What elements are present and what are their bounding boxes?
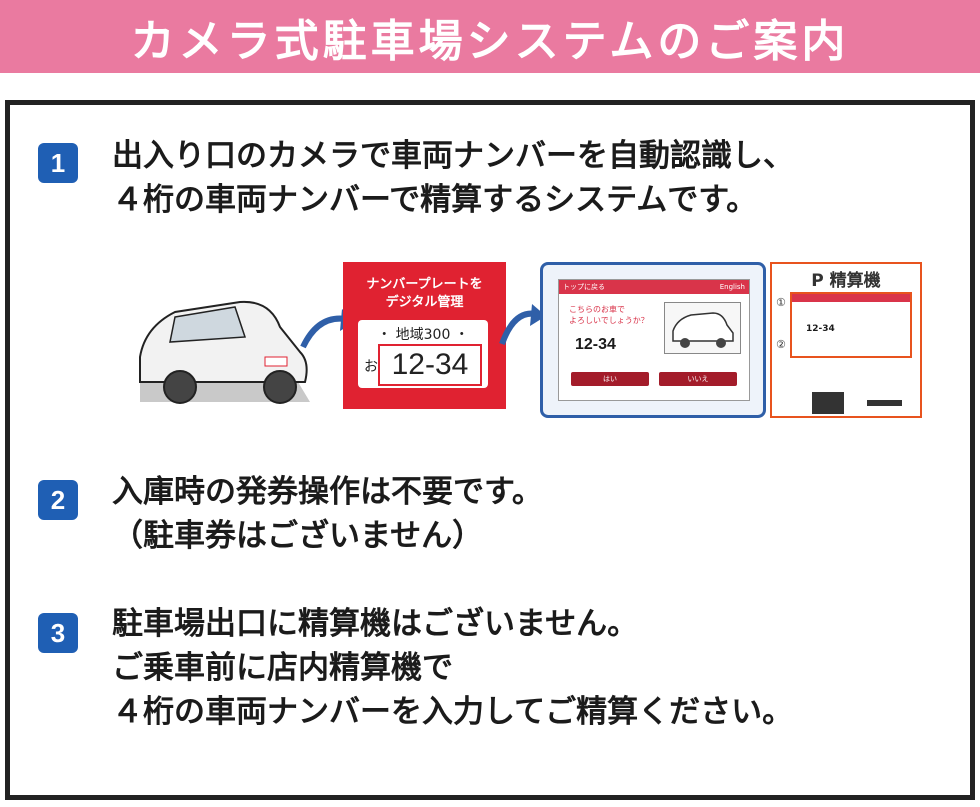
screen-yes-button: はい: [571, 372, 649, 386]
header-banner: カメラ式駐車場システムのご案内: [0, 0, 980, 73]
plate-panel: ナンバープレートを デジタル管理 ・ 地域300 ・ お 12-34: [343, 262, 506, 409]
payment-machine: P 精算機 ① ② 12-34: [770, 262, 922, 418]
machine-screen: 12-34: [790, 292, 912, 358]
screen-no-button: いいえ: [659, 372, 737, 386]
info-frame: [5, 100, 975, 800]
plate-kana: お: [364, 359, 378, 375]
machine-card-slot: [867, 400, 902, 406]
step-1-line-1: 出入り口のカメラで車両ナンバーを自動認識し、: [112, 138, 794, 174]
plate-region: ・ 地域300 ・: [377, 327, 469, 343]
machine-slot: [812, 392, 844, 414]
step-2-line-2: （駐車券はございません）: [112, 518, 484, 554]
step-3-line-2: ご乗車前に店内精算機で: [112, 650, 453, 686]
plate-number: 12-34: [378, 344, 482, 386]
step-3-line-1: 駐車場出口に精算機はございません。: [112, 606, 639, 642]
step-3-badge: 3: [38, 613, 78, 653]
step-2-line-1: 入庫時の発券操作は不要です。: [112, 474, 543, 510]
screen-display: トップに戻る English こちらのお車で よろしいでしょうか？ 12-34 …: [558, 279, 750, 401]
arrow-to-screen-icon: [499, 304, 546, 346]
small-car-icon: [672, 312, 734, 348]
screen-top-bar: トップに戻る English: [559, 280, 749, 294]
plate-caption: ナンバープレートを デジタル管理: [366, 277, 483, 310]
license-plate: ・ 地域300 ・ お 12-34: [358, 320, 488, 388]
page-title: カメラ式駐車場システムのご案内: [130, 15, 850, 67]
machine-title: P 精算機: [811, 271, 881, 291]
screen-question: こちらのお車で よろしいでしょうか？: [569, 305, 649, 325]
machine-step-1-mark: ①: [776, 296, 786, 309]
step-2-text: 入庫時の発券操作は不要です。 （駐車券はございません）: [112, 470, 543, 558]
screen-number: 12-34: [575, 336, 616, 353]
screen-car-image: [664, 302, 741, 354]
step-3-line-3: ４桁の車両ナンバーを入力してご精算ください。: [112, 694, 794, 730]
step-1-text: 出入り口のカメラで車両ナンバーを自動認識し、 ４桁の車両ナンバーで精算するシステ…: [112, 134, 794, 222]
step-3-text: 駐車場出口に精算機はございません。 ご乗車前に店内精算機で ４桁の車両ナンバーを…: [112, 602, 793, 734]
step-2-badge: 2: [38, 480, 78, 520]
machine-step-2-mark: ②: [776, 338, 786, 351]
machine-number: 12-34: [806, 324, 835, 334]
system-illustration: ナンバープレートを デジタル管理 ・ 地域300 ・ お 12-34 トップに戻…: [130, 262, 930, 422]
step-1-badge: 1: [38, 143, 78, 183]
step-1-line-2: ４桁の車両ナンバーで精算するシステムです。: [112, 182, 758, 218]
confirm-screen: トップに戻る English こちらのお車で よろしいでしょうか？ 12-34 …: [540, 262, 766, 418]
car-icon: [139, 300, 310, 404]
